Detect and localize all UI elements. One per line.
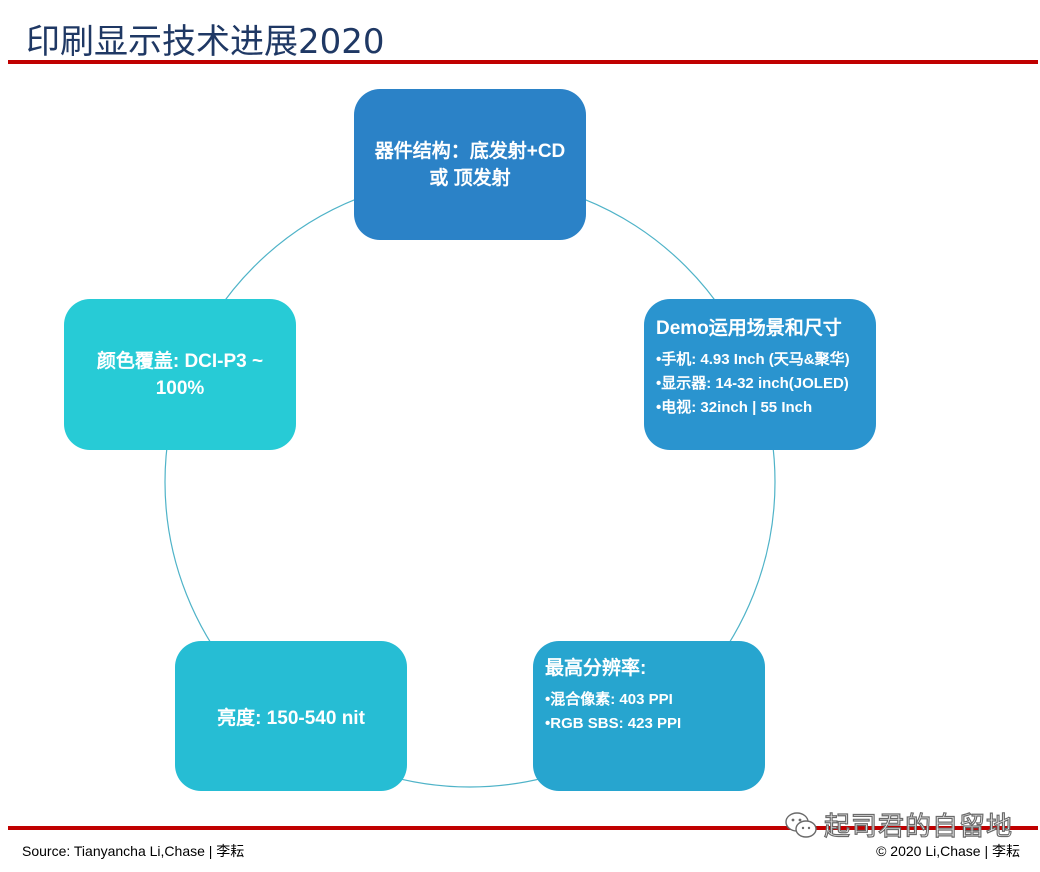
node-brightness: 亮度: 150-540 nit [175,641,407,791]
node-resolution-bullet-rgb: •RGB SBS: 423 PPI [545,715,682,732]
node-demo-bullet-monitor: •显示器: 14-32 inch(JOLED) [656,375,849,392]
node-resolution-bullet-hybrid: •混合像素: 403 PPI [545,691,673,708]
footer-copyright: © 2020 Li,Chase | 李耘 [876,843,1020,859]
node-color-gamut-line-1: 颜色覆盖: DCI-P3 ~ [96,350,264,372]
node-device-structure-line-1: 器件结构：底发射+CD [374,140,566,162]
node-max-resolution-heading: 最高分辨率: [545,658,647,679]
top-divider [8,60,1038,64]
node-demo-applications-heading: Demo运用场景和尺寸 [656,318,842,339]
bottom-divider [8,826,1038,830]
node-max-resolution: 最高分辨率: •混合像素: 403 PPI •RGB SBS: 423 PPI [533,641,765,791]
footer-source: Source: Tianyancha Li,Chase | 李耘 [22,843,245,859]
node-demo-bullet-tv: •电视: 32inch | 55 Inch [656,399,813,416]
watermark: 起司君的自留地 [784,806,1013,843]
node-color-gamut: 颜色覆盖: DCI-P3 ~ 100% [64,299,296,450]
node-color-gamut-line-2: 100% [155,377,205,399]
wechat-icon [785,811,817,838]
node-demo-applications: Demo运用场景和尺寸 •手机: 4.93 Inch (天马&聚华) •显示器:… [644,299,876,450]
node-device-structure-line-2: 或 顶发射 [429,167,511,189]
node-brightness-line-1: 亮度: 150-540 nit [217,707,365,729]
page-title: 印刷显示技术进展2020 [26,22,385,62]
watermark-text: 起司君的自留地 [823,811,1014,842]
node-demo-bullet-phone: •手机: 4.93 Inch (天马&聚华) [656,351,850,368]
node-device-structure: 器件结构：底发射+CD 或 顶发射 [354,89,586,240]
